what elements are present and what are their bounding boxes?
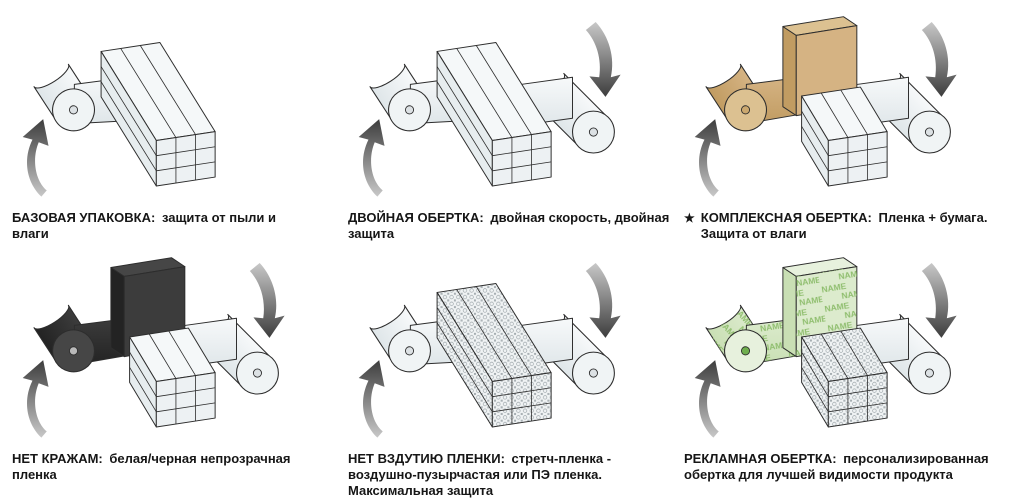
packaging-illustration [22,257,285,438]
illustration-basic-packaging [12,6,306,202]
rotation-arrow-down [249,263,285,338]
wrap-slab-side [782,26,797,117]
figure-double-wrap: ДВОЙНАЯ ОБЕРТКА: двойная скорость, двойн… [348,6,684,243]
film-roll-left-face [724,329,767,373]
illustration-theft-protection [12,247,306,443]
rotation-arrow-down [585,263,621,338]
caption-description: стретч-пленка - воздушно-пузырчастая или… [348,451,612,498]
figure-caption: ДВОЙНАЯ ОБЕРТКА: двойная скорость, двойн… [348,210,682,242]
caption-label: ДВОЙНАЯ ОБЕРТКА: [348,210,484,225]
film-roll-right-face [235,351,279,395]
caption-label: КОМПЛЕКСНАЯ ОБЕРТКА: [700,210,872,225]
figure-caption: БАЗОВАЯ УПАКОВКА: защита от пыли и влаги [12,210,308,242]
caption-description: Пленка + бумага. Защита от влаги [700,210,988,241]
caption-label: НЕТ ВЗДУТИЮ ПЛЕНКИ: [348,451,505,466]
caption-description: двойная скорость, двойная защита [348,210,670,241]
wrap-slab-side [110,267,125,358]
film-roll-left-face [52,329,95,373]
packaging-illustration [694,16,957,197]
illustration-combined-wrap [684,6,978,202]
figure-caption: НЕТ КРАЖАМ: белая/черная непрозрачная пл… [12,451,308,483]
caption-label: РЕКЛАМНАЯ ОБЕРТКА: [684,451,837,466]
rotation-arrow-up [22,119,49,197]
wrap-slab-side [782,267,797,358]
caption-label: НЕТ КРАЖАМ: [12,451,103,466]
film-roll-left-face [388,88,431,132]
film-roll-left-face [52,88,95,132]
illustration-advertising-wrap: NAMENAME [684,247,978,443]
stack-front-grid [155,131,216,187]
rotation-arrow-up [358,360,385,438]
stack-front-grid [827,131,888,187]
caption-label: БАЗОВАЯ УПАКОВКА: [12,210,156,225]
illustration-film-swelling-protection [348,247,642,443]
rotation-arrow-down [585,22,621,97]
film-roll-left-face [724,88,767,132]
rotation-arrow-up [22,360,49,438]
stack-front-grid [827,372,888,428]
film-roll-right-face [907,110,951,154]
stack-front-grid [491,372,552,428]
figure-caption: РЕКЛАМНАЯ ОБЕРТКА: персонализированная о… [684,451,1008,483]
rotation-arrow-up [694,119,721,197]
film-roll-right-face [571,351,615,395]
packaging-illustration [358,22,621,197]
stack-front-grid [155,372,216,428]
figure-caption: ★ КОМПЛЕКСНАЯ ОБЕРТКА: Пленка + бумага. … [684,210,1008,242]
film-roll-left-face [388,329,431,373]
figure-basic-packaging: БАЗОВАЯ УПАКОВКА: защита от пыли и влаги [12,6,348,243]
figure-advertising-wrap: NAMENAME РЕКЛАМНАЯ ОБЕРТКА: персонализир… [684,247,1008,500]
caption-description: защита от пыли и влаги [12,210,277,241]
rotation-arrow-up [358,119,385,197]
illustration-double-wrap [348,6,642,202]
figure-combined-wrap: ★ КОМПЛЕКСНАЯ ОБЕРТКА: Пленка + бумага. … [684,6,1008,243]
figure-film-swelling-protection: НЕТ ВЗДУТИЮ ПЛЕНКИ: стретч-пленка - возд… [348,247,684,500]
caption-description: белая/черная непрозрачная пленка [12,451,291,482]
stack-front-grid [491,131,552,187]
rotation-arrow-down [921,263,957,338]
figure-theft-protection: НЕТ КРАЖАМ: белая/черная непрозрачная пл… [12,247,348,500]
rotation-arrow-down [921,22,957,97]
caption-description: персонализированная обертка для лучшей в… [684,451,989,482]
film-roll-right-face [571,110,615,154]
packaging-illustration: NAMENAME [694,257,957,438]
film-roll-right-face [907,351,951,395]
packaging-illustration [22,42,216,197]
star-marker: ★ [684,211,695,225]
figure-caption: НЕТ ВЗДУТИЮ ПЛЕНКИ: стретч-пленка - возд… [348,451,682,499]
packaging-illustration [358,263,621,438]
rotation-arrow-up [694,360,721,438]
